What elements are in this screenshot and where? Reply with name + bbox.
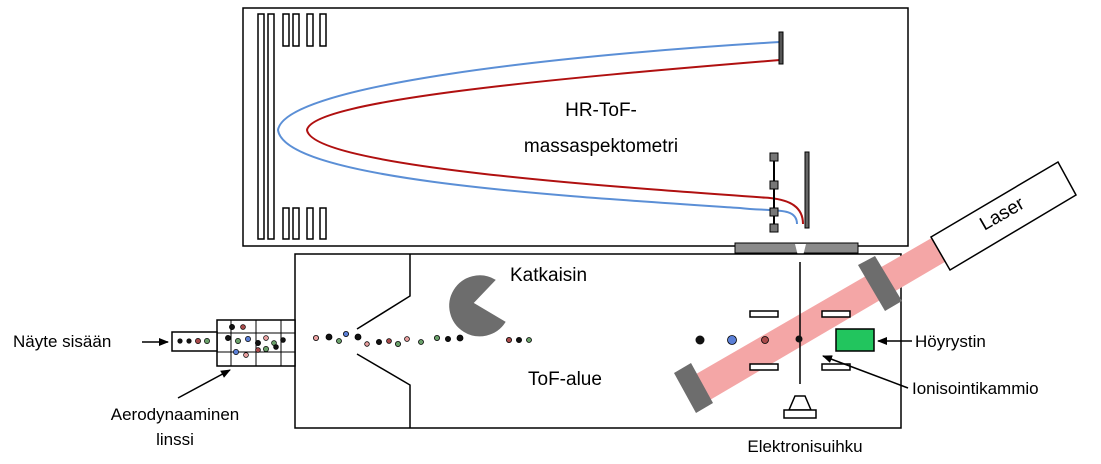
ionization-particles [695, 335, 803, 345]
chopper-wheel-icon [449, 275, 506, 337]
ionization-chamber-label: Ionisointikammio [912, 379, 1039, 398]
vaporizer-label: Höyrystin [915, 332, 986, 351]
laser-block-right [858, 256, 902, 311]
sample-inlet-tube [171, 331, 218, 352]
chopper-label: Katkaisin [510, 265, 587, 286]
ion-extraction-gap [795, 244, 806, 256]
ionizer-plates [749, 310, 851, 371]
red-ion-trajectory [305, 59, 804, 225]
electron-beam-label: Elektronisuihku [747, 437, 862, 456]
laser-source [929, 160, 1078, 272]
sample-inlet-label: Näyte sisään [13, 332, 111, 351]
aero-lens-arrow [177, 369, 231, 399]
spectrometer-label-line2: massaspektometri [524, 136, 678, 157]
ionization-chamber-arrow [822, 355, 909, 389]
lens-particles [225, 324, 286, 358]
pusher-grid [769, 151, 810, 233]
skimmer-lower [356, 353, 411, 428]
spectrometer-housing [242, 7, 909, 247]
skimmer-upper [356, 254, 411, 330]
reflectron [257, 13, 327, 240]
filament-icon [783, 395, 817, 419]
mass-spectrometer: HR-ToF- massaspektometri [242, 7, 909, 247]
aero-lens-label-line1: Aerodynaaminen [111, 405, 240, 424]
aerodynamic-lens [216, 319, 296, 367]
blue-ion-trajectory [276, 41, 798, 225]
laser-block-left [674, 363, 713, 413]
particle-beam [312, 330, 532, 347]
aero-lens-label-line2: linssi [156, 430, 194, 449]
heater-block-icon [835, 328, 875, 352]
spectrometer-label-line1: HR-ToF- [565, 100, 637, 121]
tof-region-label: ToF-alue [528, 369, 602, 390]
detector [778, 31, 784, 65]
